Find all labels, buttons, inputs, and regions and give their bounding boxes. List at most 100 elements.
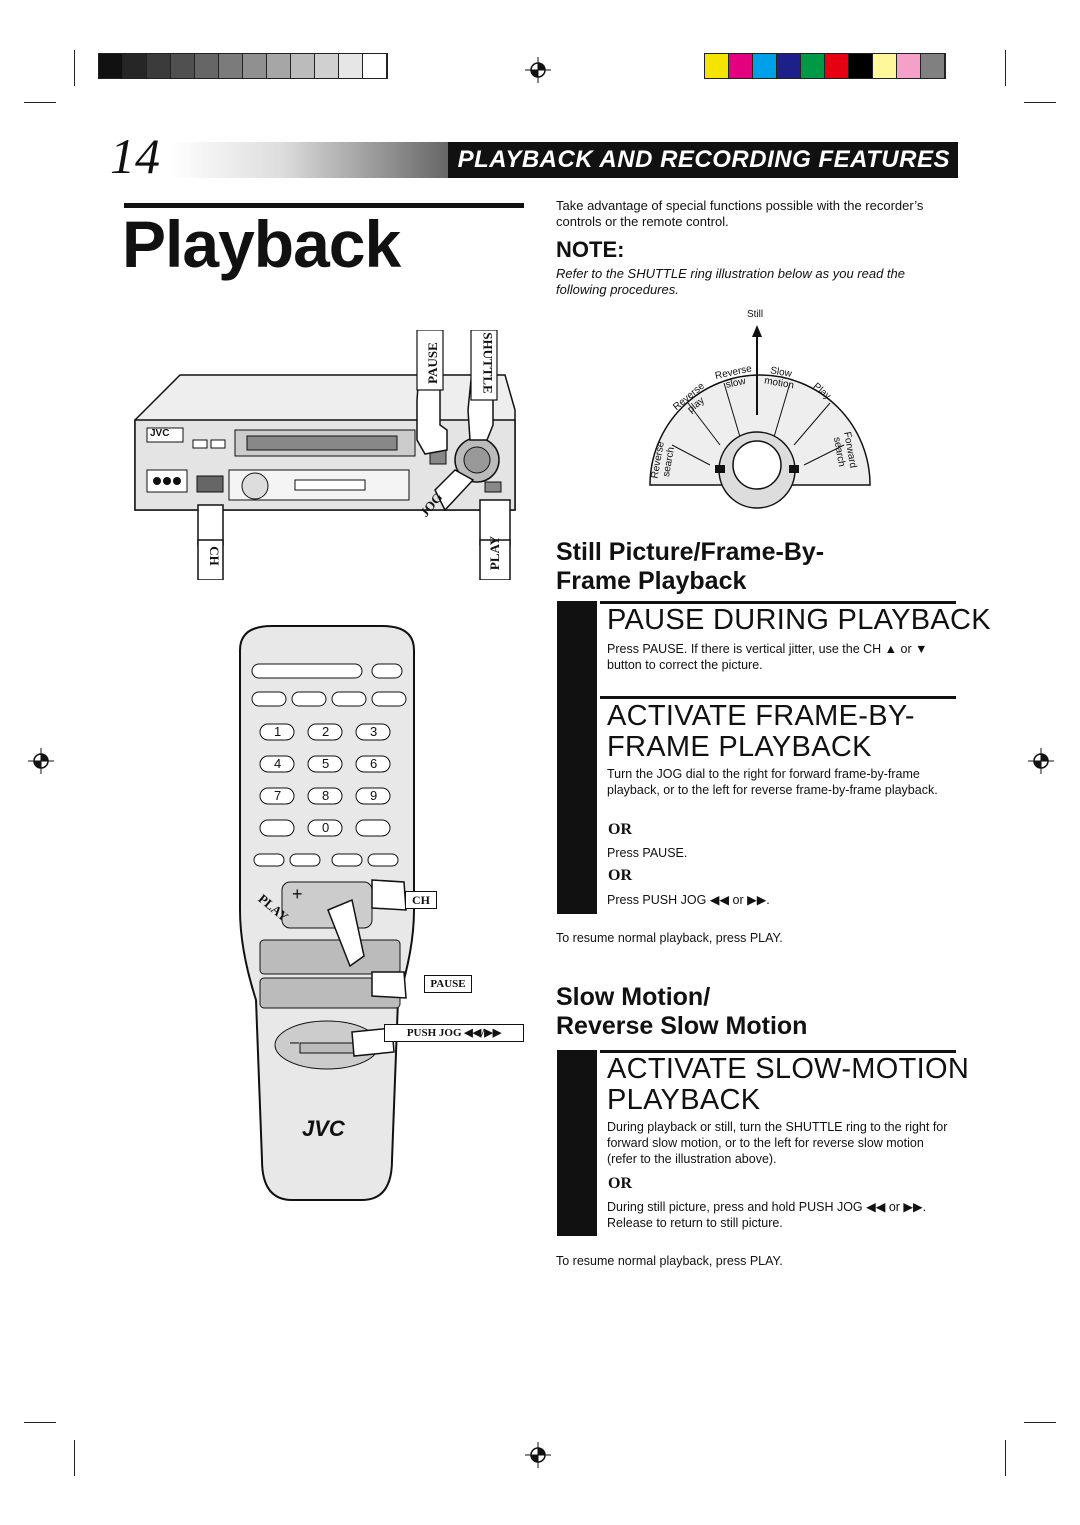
key-1: 1 — [274, 724, 282, 739]
note-text: Refer to the SHUTTLE ring illustration b… — [556, 266, 906, 297]
key-8: 8 — [322, 788, 330, 803]
crop-mark — [74, 50, 75, 86]
slow-heading-line2: Reverse Slow Motion — [556, 1012, 808, 1040]
gray-swatch — [315, 54, 339, 78]
step2-text: Turn the JOG dial to the right for forwa… — [607, 767, 938, 797]
step1-bar — [557, 601, 597, 696]
color-swatch — [729, 54, 753, 78]
remote-plus-label: + — [292, 884, 303, 904]
slow-step1-title-line1: ACTIVATE SLOW-MOTION — [607, 1053, 970, 1085]
crop-mark — [1005, 50, 1006, 86]
slow-step1-alt: During still picture, press and hold PUS… — [607, 1200, 927, 1230]
crop-mark — [74, 1440, 75, 1476]
color-swatch — [825, 54, 849, 78]
color-swatch — [705, 54, 729, 78]
step1-title: PAUSE DURING PLAYBACK — [607, 604, 991, 636]
step2-or2: OR — [608, 867, 632, 884]
key-9: 9 — [370, 788, 378, 803]
slow-resume-text: To resume normal playback, press PLAY. — [556, 1254, 783, 1268]
step2-alt2: Press PUSH JOG ◀◀ or ▶▶. — [607, 893, 770, 907]
remote-pause-label: PAUSE — [424, 975, 472, 993]
slow-step1-title-line2: PLAYBACK — [607, 1084, 761, 1116]
color-calibration-bar — [704, 53, 946, 79]
color-swatch — [897, 54, 921, 78]
slow-step1-text: During playback or still, turn the SHUTT… — [607, 1120, 948, 1166]
key-6: 6 — [370, 756, 378, 771]
vcr-illustration — [134, 330, 516, 580]
remote-ch-label: CH — [405, 891, 437, 909]
key-5: 5 — [322, 756, 330, 771]
step2-title-line1: ACTIVATE FRAME-BY- — [607, 700, 915, 732]
key-0: 0 — [322, 820, 330, 835]
title-rule — [124, 203, 524, 208]
key-7: 7 — [274, 788, 282, 803]
page-title: Playback — [122, 207, 401, 281]
step2-number: 2 — [563, 761, 593, 827]
crop-mark — [24, 1422, 56, 1423]
color-swatch — [873, 54, 897, 78]
crop-mark — [24, 102, 56, 103]
gray-swatch — [219, 54, 243, 78]
section-banner-label: PLAYBACK AND RECORDING FEATURES — [457, 146, 950, 173]
crop-mark — [1024, 1422, 1056, 1423]
still-heading-line1: Still Picture/Frame-By- — [556, 538, 825, 566]
step2-rule — [600, 696, 956, 699]
crop-mark — [1024, 102, 1056, 103]
step2-bar — [557, 696, 597, 914]
vcr-ch-label: CH — [206, 546, 222, 566]
intro-text: Take advantage of special functions poss… — [556, 198, 924, 229]
gray-swatch — [99, 54, 123, 78]
key-3: 3 — [370, 724, 378, 739]
gray-swatch — [363, 54, 387, 78]
registration-mark-icon — [1028, 748, 1054, 774]
registration-mark-icon — [28, 748, 54, 774]
vcr-play-label: PLAY — [487, 535, 503, 571]
banner-gradient — [170, 142, 448, 178]
vcr-pause-label: PAUSE — [424, 342, 440, 384]
step2-alt1: Press PAUSE. — [607, 846, 688, 860]
remote-push-jog-label: PUSH JOG ◀◀/▶▶ — [384, 1024, 524, 1042]
color-swatch — [849, 54, 873, 78]
section-banner: PLAYBACK AND RECORDING FEATURES — [448, 142, 958, 178]
color-swatch — [753, 54, 777, 78]
remote-minus-label: – — [290, 1034, 299, 1051]
step1-text: Press PAUSE. If there is vertical jitter… — [607, 642, 928, 672]
still-resume-text: To resume normal playback, press PLAY. — [556, 931, 783, 945]
step1-number: 1 — [563, 631, 593, 697]
step2-or1: OR — [608, 821, 632, 838]
slow-section-heading: Slow Motion/ Reverse Slow Motion — [556, 983, 956, 1041]
vcr-shuttle-label: SHUTTLE — [480, 332, 496, 394]
shuttle-ring-diagram — [649, 325, 871, 509]
still-label: Still — [747, 309, 764, 320]
remote-brand: JVC — [302, 1116, 345, 1141]
slow-step1-rule — [600, 1050, 956, 1053]
step2-title-line2: FRAME PLAYBACK — [607, 731, 872, 763]
color-swatch — [801, 54, 825, 78]
slow-step1-bar — [557, 1050, 597, 1236]
grayscale-calibration-bar — [98, 53, 388, 79]
gray-swatch — [339, 54, 363, 78]
key-4: 4 — [274, 756, 282, 771]
crop-mark — [1005, 1440, 1006, 1476]
registration-mark-icon — [525, 57, 551, 83]
remote-control-illustration — [239, 625, 415, 1201]
page-number: 14 — [110, 128, 160, 184]
still-heading-line2: Frame Playback — [556, 567, 747, 595]
step1-rule — [600, 601, 956, 604]
color-swatch — [777, 54, 801, 78]
gray-swatch — [195, 54, 219, 78]
gray-swatch — [123, 54, 147, 78]
gray-swatch — [147, 54, 171, 78]
gray-swatch — [171, 54, 195, 78]
key-2: 2 — [322, 724, 330, 739]
slow-step1-or: OR — [608, 1175, 632, 1192]
slow-step1-number: 1 — [563, 1114, 593, 1180]
still-section-heading: Still Picture/Frame-By- Frame Playback — [556, 538, 956, 596]
gray-swatch — [243, 54, 267, 78]
color-swatch — [921, 54, 945, 78]
slow-heading-line1: Slow Motion/ — [556, 983, 711, 1011]
gray-swatch — [291, 54, 315, 78]
vcr-brand: JVC — [150, 428, 170, 439]
gray-swatch — [267, 54, 291, 78]
registration-mark-icon — [525, 1442, 551, 1468]
